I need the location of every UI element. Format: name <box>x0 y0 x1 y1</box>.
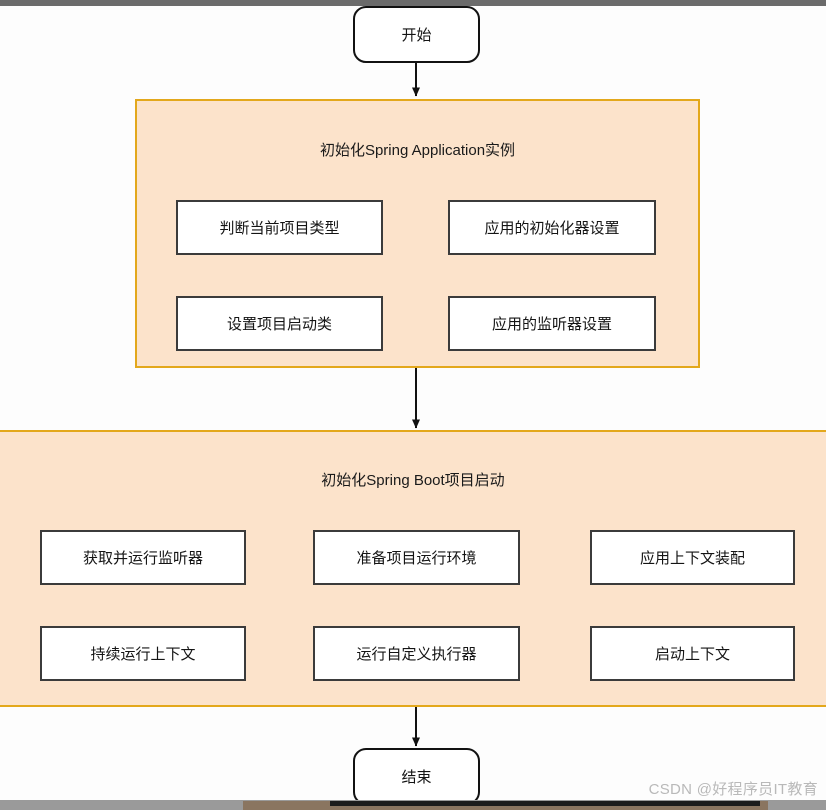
node-run-custom-runner[interactable]: 运行自定义执行器 <box>313 626 520 681</box>
watermark: CSDN @好程序员IT教育 <box>648 781 818 798</box>
group-init-boot-startup-title: 初始化Spring Boot项目启动 <box>321 472 505 489</box>
node-prepare-runtime-env[interactable]: 准备项目运行环境 <box>313 530 520 585</box>
node-app-context-assemble[interactable]: 应用上下文装配 <box>590 530 795 585</box>
node-get-and-run-listener-label: 获取并运行监听器 <box>82 550 203 567</box>
node-app-context-assemble-label: 应用上下文装配 <box>639 550 745 567</box>
node-start-context[interactable]: 启动上下文 <box>590 626 795 681</box>
node-judge-project-type-label: 判断当前项目类型 <box>219 220 340 237</box>
node-app-listener-setting[interactable]: 应用的监听器设置 <box>448 296 656 351</box>
node-prepare-runtime-env-label: 准备项目运行环境 <box>356 550 477 567</box>
node-set-project-main-class[interactable]: 设置项目启动类 <box>176 296 383 351</box>
node-keep-running-context[interactable]: 持续运行上下文 <box>40 626 246 681</box>
node-start-context-label: 启动上下文 <box>654 646 730 663</box>
end-node[interactable]: 结束 <box>353 748 480 805</box>
start-node[interactable]: 开始 <box>353 6 480 63</box>
node-keep-running-context-label: 持续运行上下文 <box>90 646 196 663</box>
node-set-project-main-class-label: 设置项目启动类 <box>226 316 332 333</box>
node-app-initializer-setting-label: 应用的初始化器设置 <box>484 220 620 237</box>
node-get-and-run-listener[interactable]: 获取并运行监听器 <box>40 530 246 585</box>
node-judge-project-type[interactable]: 判断当前项目类型 <box>176 200 383 255</box>
group-init-application-title: 初始化Spring Application实例 <box>319 142 516 159</box>
horizontal-scrollbar-thumb[interactable] <box>330 801 760 806</box>
start-node-label: 开始 <box>401 27 432 44</box>
node-run-custom-runner-label: 运行自定义执行器 <box>356 646 477 663</box>
end-node-label: 结束 <box>401 769 432 786</box>
node-app-listener-setting-label: 应用的监听器设置 <box>491 316 612 333</box>
node-app-initializer-setting[interactable]: 应用的初始化器设置 <box>448 200 656 255</box>
window-top-bar <box>0 0 826 6</box>
